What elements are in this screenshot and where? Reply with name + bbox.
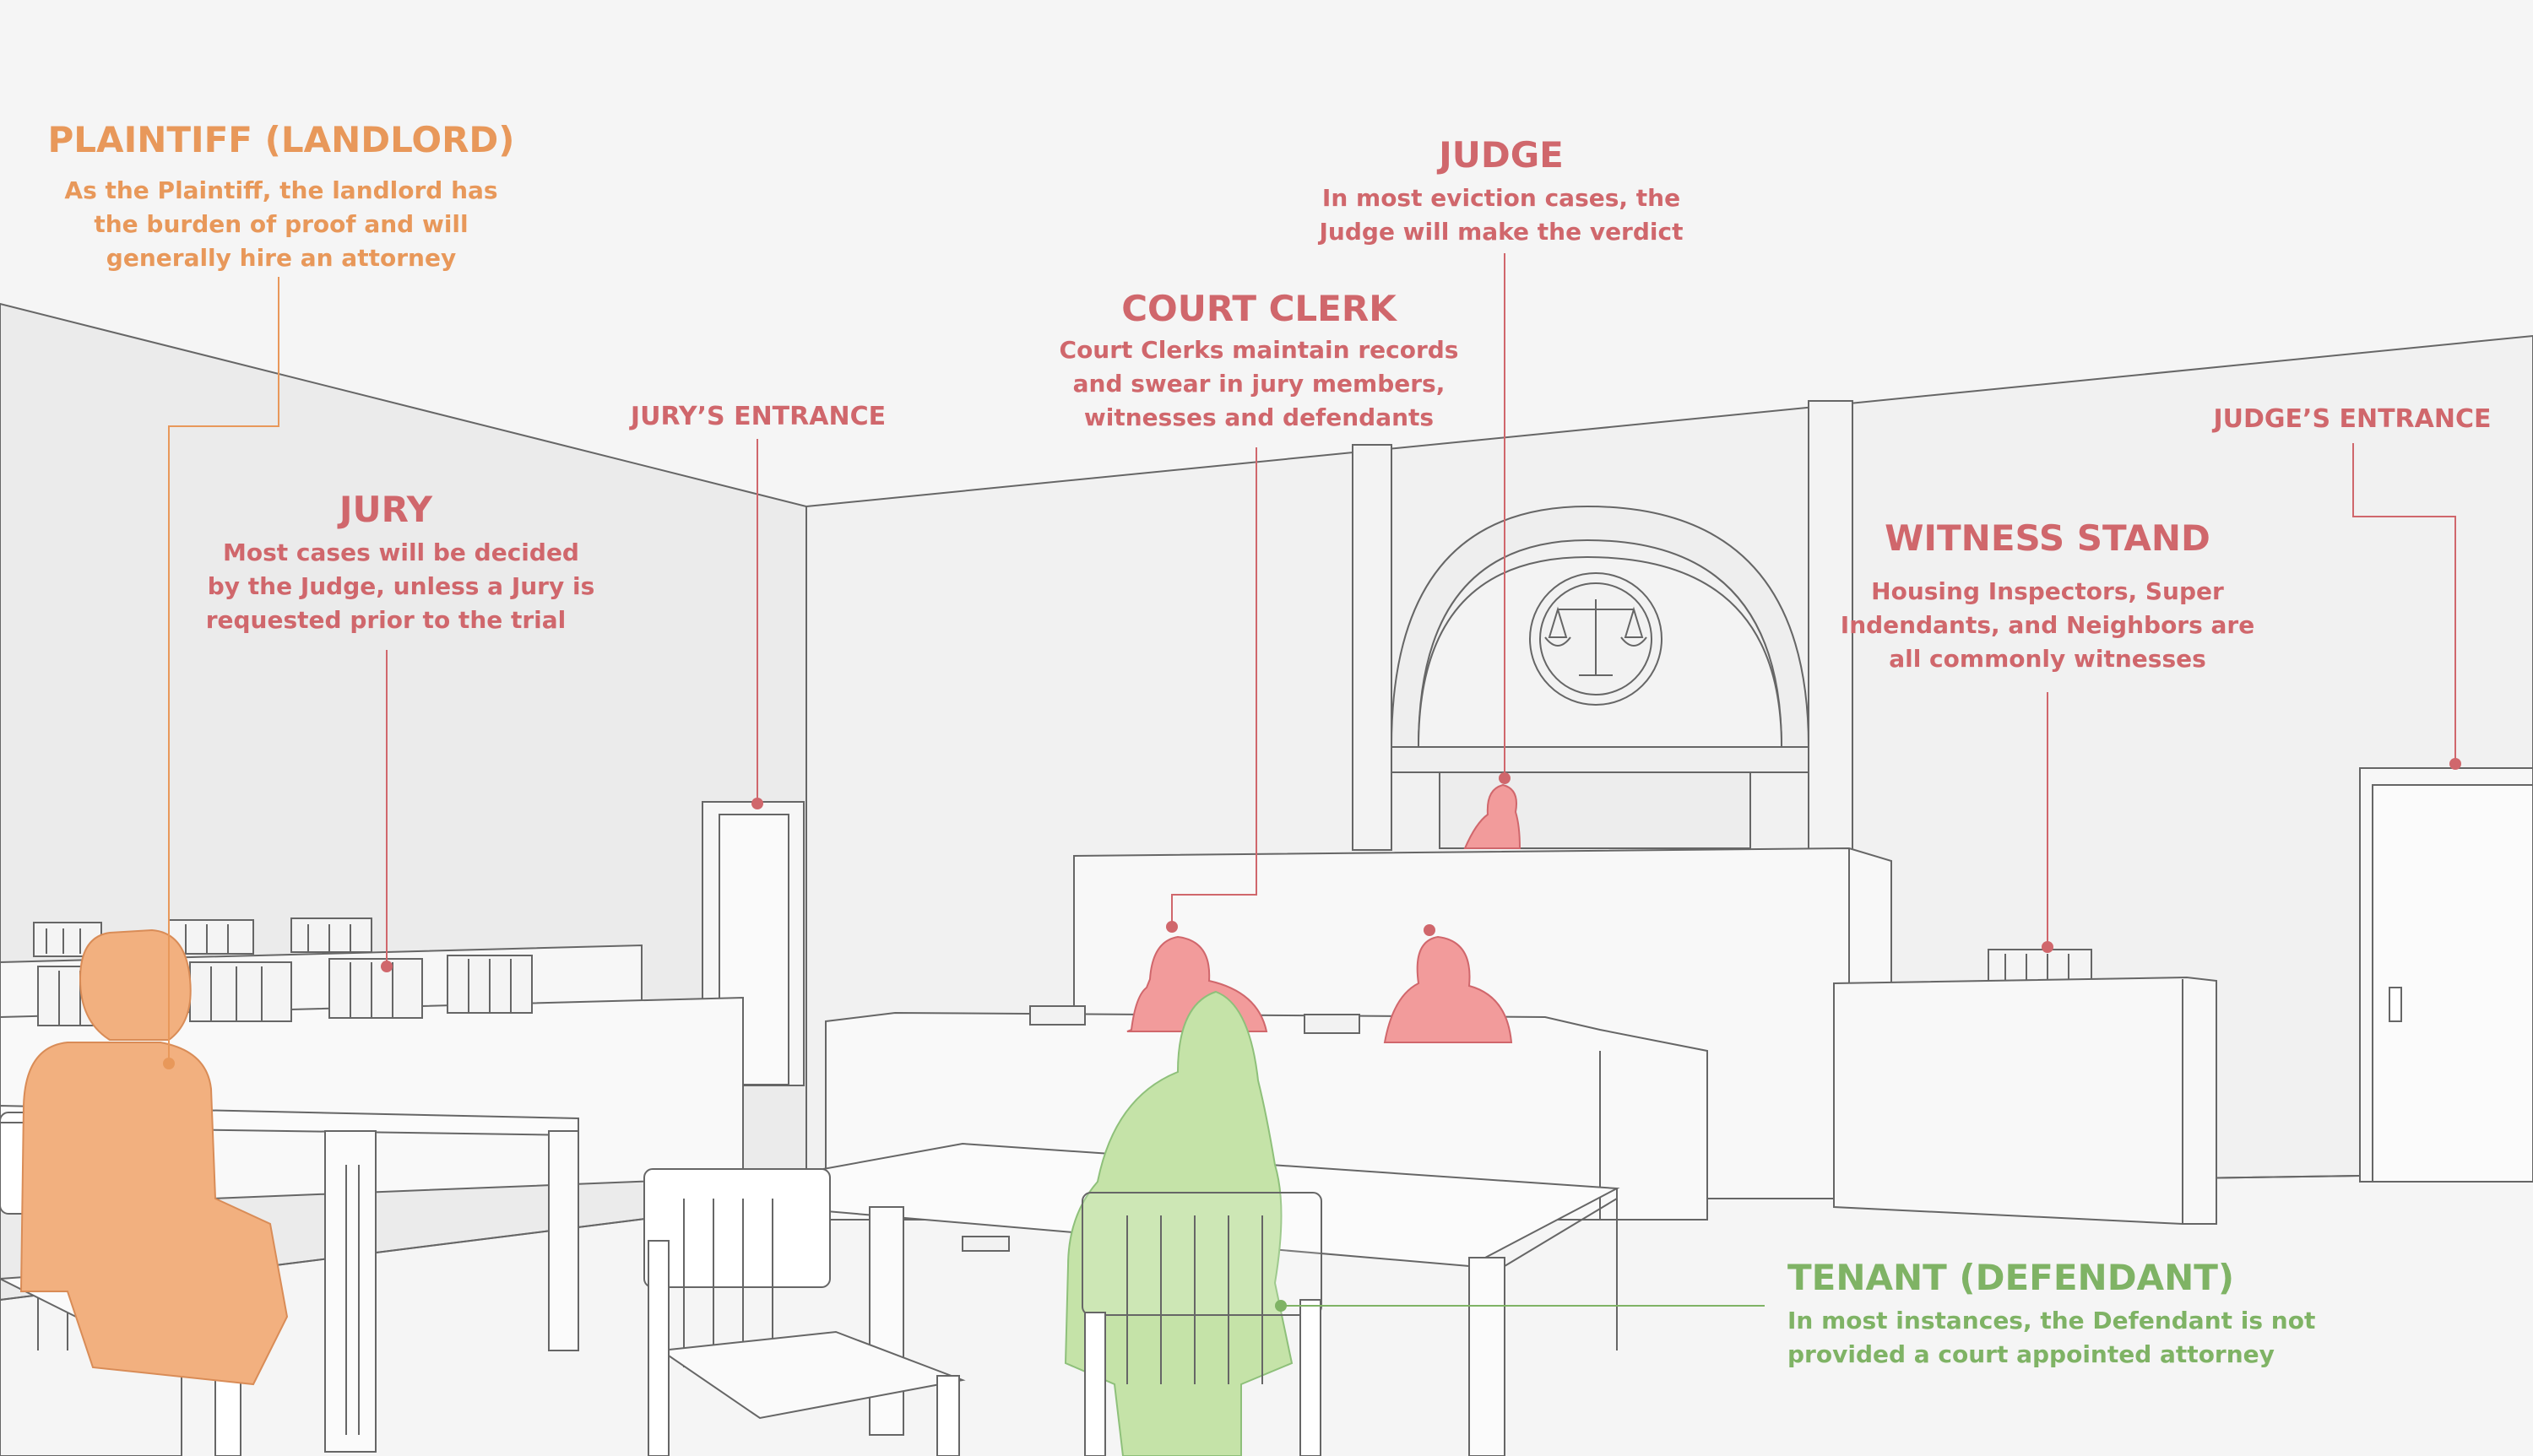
court-clerk-title: COURT CLERK [1121,288,1397,329]
witness-stand-title: WITNESS STAND [1885,517,2210,559]
label-jury: JURY Most cases will be decided by the J… [206,489,595,634]
plaintiff-title: PLAINTIFF (LANDLORD) [48,119,515,160]
judge-dot [1499,772,1511,784]
arch-base [1391,746,1809,773]
court-clerk-line-2: and swear in jury members, [1073,370,1445,398]
tenant-title: TENANT (DEFENDANT) [1787,1257,2234,1298]
jury-line-3: requested prior to the trial [206,606,567,634]
jury-line-2: by the Judge, unless a Jury is [208,572,595,600]
tenant-chair [1082,1192,1322,1456]
witness-stand-line-3: all commonly witnesses [1889,645,2206,673]
judge-entrance-leader [2352,443,2456,764]
clerk-dot-left [1166,921,1178,933]
tenant-line-1: In most instances, the Defendant is not [1787,1307,2315,1334]
court-clerk-figure-right [1383,935,1513,1043]
witness-dot [2042,941,2053,953]
jury-chairs-back [33,917,372,957]
judge-door [2359,767,2533,1183]
plaintiff-line-1: As the Plaintiff, the landlord has [64,176,497,204]
judge-figure [1463,783,1521,849]
plaintiff-leader [168,277,279,1064]
jury-chairs-front [37,955,533,1026]
clerk-leader [1171,447,1257,927]
judge-entrance-title: JUDGE’S ENTRANCE [2212,404,2492,434]
tenant-dot [1275,1300,1287,1312]
court-clerk-line-3: witnesses and defendants [1084,403,1434,431]
clerk-dot-right [1424,924,1435,936]
jury-dot [381,961,393,972]
label-tenant: TENANT (DEFENDANT) In most instances, th… [1787,1257,2315,1368]
tenant-figure [1064,990,1294,1456]
label-witness-stand: WITNESS STAND Housing Inspectors, Super … [1841,517,2254,673]
right-pillar [1808,400,1853,858]
plaintiff-line-3: generally hire an attorney [106,244,456,272]
left-pillar [1352,444,1392,851]
label-plaintiff: PLAINTIFF (LANDLORD) As the Plaintiff, t… [48,119,515,272]
bench-architecture [1352,400,1853,858]
label-judge: JUDGE In most eviction cases, the Judge … [1318,134,1684,246]
witness-empty-chair [643,1168,966,1456]
witness-stand [1833,949,2217,1225]
judge-entrance-dot [2449,758,2461,770]
leader-lines [163,253,2461,1312]
court-clerk-line-1: Court Clerks maintain records [1060,336,1459,364]
jury-title: JURY [337,489,433,530]
label-judge-entrance: JUDGE’S ENTRANCE [2212,404,2492,434]
witness-stand-line-2: Indendants, and Neighbors are [1841,611,2254,639]
judge-title: JUDGE [1436,134,1564,176]
witness-stand-line-1: Housing Inspectors, Super [1871,577,2224,605]
label-court-clerk: COURT CLERK Court Clerks maintain record… [1060,288,1459,431]
jury-entrance-dot [751,798,763,809]
jury-line-1: Most cases will be decided [223,539,579,566]
plaintiff-dot [163,1058,175,1069]
plaintiff-line-2: the burden of proof and will [94,210,468,238]
tenant-line-2: provided a court appointed attorney [1787,1340,2275,1368]
judge-line-2: Judge will make the verdict [1318,218,1684,246]
label-jury-entrance: JURY’S ENTRANCE [629,402,886,431]
jury-entrance-title: JURY’S ENTRANCE [629,402,886,431]
scales-seal [1529,572,1662,706]
judge-line-1: In most eviction cases, the [1322,184,1680,212]
